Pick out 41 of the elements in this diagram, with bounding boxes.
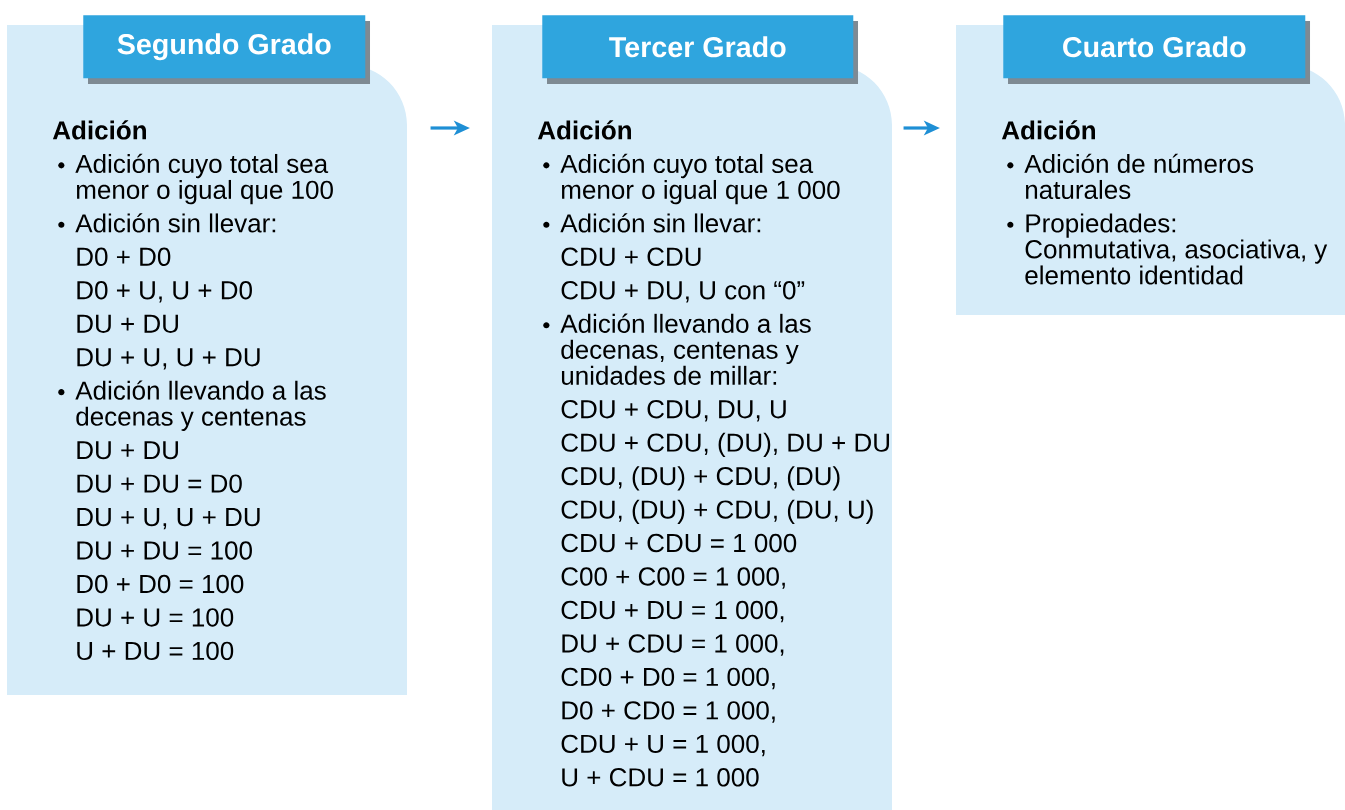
example-line: D0 + D0 xyxy=(77,247,171,266)
bullet-item: Propiedades: Conmutativa, asociativa, y elemento identidad xyxy=(1007,213,1328,285)
example-line: CD0 + D0 = 1 000, xyxy=(561,667,775,690)
example-line: CDU, (DU) + CDU, (DU, U) xyxy=(561,499,873,524)
grade-tab: Cuarto Grado xyxy=(1003,15,1310,84)
example-line: CDU + U = 1 000, xyxy=(561,734,765,757)
example-line: D0 + CD0 = 1 000, xyxy=(562,701,775,723)
example-line: DU + DU = D0 xyxy=(77,474,242,493)
example-line: U + CDU = 1 000 xyxy=(562,768,759,787)
example-line: CDU + CDU, (DU), DU + DU xyxy=(561,432,889,457)
example-line: CDU, (DU) + CDU, (DU) xyxy=(561,466,840,491)
example-line: CDU + DU, U con “0” xyxy=(561,281,805,303)
section-heading: Adición xyxy=(52,120,146,140)
example-line: D0 + U, U + D0 xyxy=(77,281,252,303)
example-line: CDU + CDU xyxy=(561,247,701,266)
example-line: U + DU = 100 xyxy=(77,641,234,661)
bullet-item: Adición sin llevar: xyxy=(543,213,761,233)
bullet-item: Adición de números naturales xyxy=(1007,153,1254,200)
example-line: CDU + CDU, DU, U xyxy=(561,400,786,422)
bullet-item: Adición cuyo total sea menor o igual que 100 xyxy=(58,153,333,205)
section-heading: Adición xyxy=(1001,120,1095,140)
example-line: DU + U, U + DU xyxy=(77,508,260,530)
example-line: CDU + CDU = 1 000 xyxy=(561,533,797,553)
example-line: DU + CDU = 1 000, xyxy=(562,634,784,656)
example-line: DU + DU xyxy=(77,441,178,460)
bullet-item: Adición llevando a las decenas y centenas xyxy=(58,380,326,431)
example-line: C00 + C00 = 1 000, xyxy=(561,567,785,589)
bullet-item: Adición llevando a las decenas, centenas y unidades de millar: xyxy=(543,313,811,385)
grade-tab: Tercer Grado xyxy=(542,15,858,84)
content-panel xyxy=(492,25,892,810)
bullet-item: Adición cuyo total sea menor o igual que 1 000 xyxy=(543,153,840,205)
example-line: D0 + D0 = 100 xyxy=(77,574,244,594)
bullet-item: Adición sin llevar: xyxy=(58,213,276,233)
example-line: DU + U = 100 xyxy=(77,608,234,627)
grade-tab: Segundo Grado xyxy=(83,15,370,84)
example-line: CDU + DU = 1 000, xyxy=(561,600,784,623)
example-line: DU + U, U + DU xyxy=(77,348,260,370)
section-heading: Adición xyxy=(537,120,631,140)
content-panel xyxy=(7,25,407,695)
example-line: DU + DU xyxy=(77,314,178,333)
example-line: DU + DU = 100 xyxy=(77,541,252,560)
